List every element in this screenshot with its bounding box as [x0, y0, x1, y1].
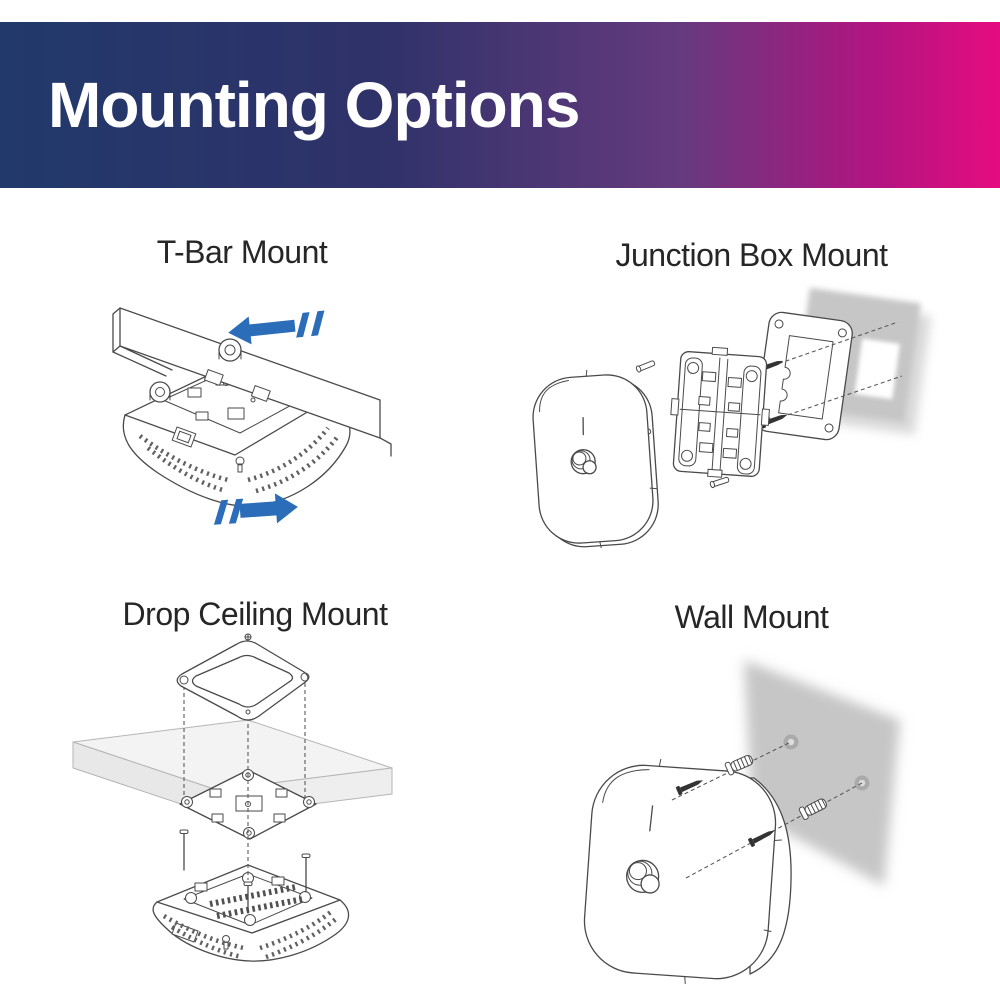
caption-wall-mount: Wall Mount	[674, 599, 829, 635]
access-point-front	[583, 758, 792, 985]
caption-junction-box-mount: Junction Box Mount	[615, 237, 888, 273]
wall-anchor-hole-top	[783, 734, 799, 750]
bracket-pin-1	[635, 360, 656, 373]
mounting-screw-left	[179, 829, 189, 871]
caption-drop-ceiling-mount: Drop Ceiling Mount	[122, 596, 388, 632]
vent-holes	[162, 909, 339, 960]
keyhole-slot	[222, 935, 230, 950]
slide-right-arrow-icon	[213, 493, 298, 525]
vent-holes	[138, 426, 340, 494]
wall-mount-illustration	[583, 660, 900, 985]
caption-t-bar-mount: T-Bar Mount	[156, 234, 328, 270]
access-point-bottom-view	[152, 864, 350, 962]
access-point-front	[532, 369, 659, 549]
drop-ceiling-mount-illustration	[72, 633, 393, 962]
t-bar-rail	[112, 307, 392, 457]
alignment-dash-bottom	[685, 782, 863, 879]
trim-ring	[176, 633, 310, 721]
slide-left-arrow-icon	[228, 310, 325, 345]
t-bar-mount-illustration	[112, 307, 392, 525]
heatsink-slots	[209, 884, 297, 907]
wall-screw-bottom	[748, 830, 775, 847]
mounting-bracket	[670, 346, 770, 478]
bracket-pin-3	[709, 476, 730, 489]
rail-clips	[149, 338, 271, 403]
tiny-screw	[244, 633, 252, 641]
junction-box-mount-illustration	[532, 287, 932, 549]
title-banner: Mounting Options	[0, 22, 1000, 188]
mounting-screw-right	[301, 853, 311, 893]
ethernet-port	[171, 426, 197, 448]
keyhole-slot	[235, 456, 245, 473]
wall-anchor-top	[724, 754, 754, 776]
wall-anchor-bottom	[798, 798, 827, 820]
wall-screw-top	[675, 780, 704, 796]
mounting-screw-center	[243, 881, 253, 914]
page-title: Mounting Options	[48, 69, 580, 141]
wall-anchor-hole-bottom	[854, 775, 870, 791]
